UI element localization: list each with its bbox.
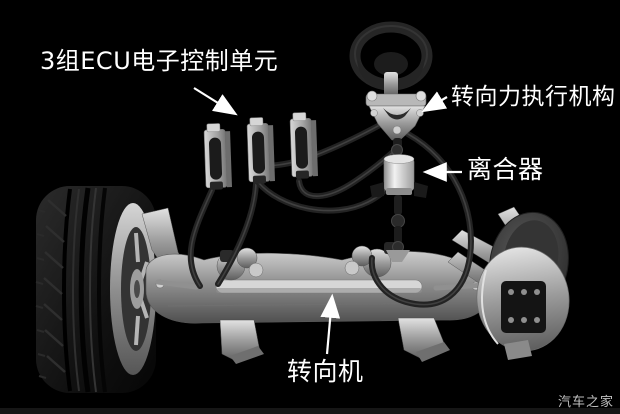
brake-assembly: [447, 206, 570, 360]
arrow-to-steering-rack: [320, 293, 341, 355]
steering-force-actuator: [365, 90, 427, 141]
steering-column-shaft: [384, 72, 398, 96]
autohome-watermark: 汽车之家: [557, 395, 614, 410]
annotation-arrows: [193, 87, 462, 355]
label-clutch: 离合器: [467, 155, 544, 184]
arrow-to-ecu: [193, 87, 238, 116]
ecu-module-3: [289, 112, 319, 179]
tire-tread: [35, 187, 107, 393]
floor-shadow: [0, 408, 620, 414]
label-ecu-units: 3组ECU电子控制单元: [40, 47, 279, 75]
label-steering-rack: 转向机: [287, 357, 364, 386]
front-subframe: [145, 251, 505, 364]
ecu-modules: [203, 112, 319, 190]
ecu-module-2: [246, 117, 276, 184]
tire-and-wheel: [35, 186, 156, 393]
tie-rod-left: [155, 279, 199, 290]
ecu-module-1: [203, 123, 233, 190]
clutch-unit: [370, 138, 428, 262]
steering-wheel: [349, 21, 433, 96]
hub-connector-panel: [501, 281, 546, 333]
label-steering-actuator: 转向力执行机构: [451, 84, 616, 110]
intermediate-shaft: [394, 195, 402, 215]
arrow-to-actuator: [421, 91, 448, 113]
